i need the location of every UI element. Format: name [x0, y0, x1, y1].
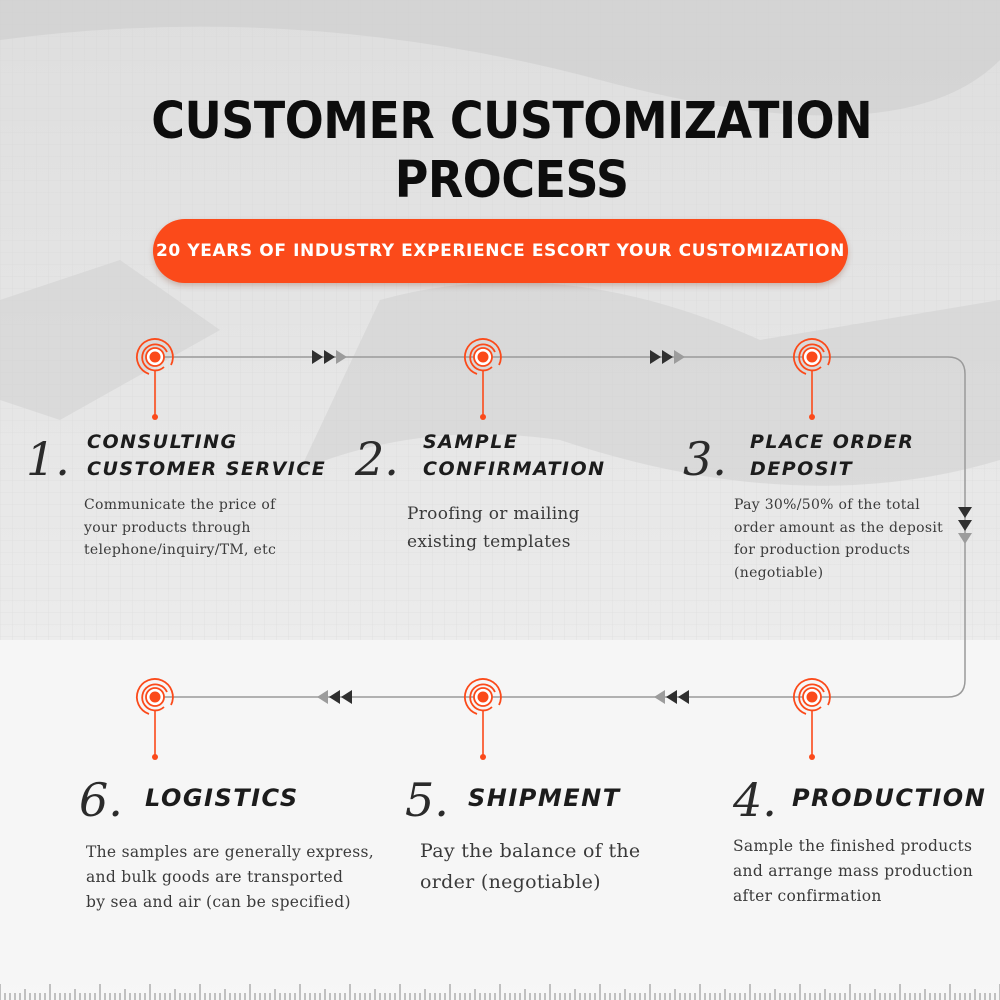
arrow-left-icon	[654, 690, 689, 704]
step-number: 4.	[733, 773, 777, 827]
step-description: Sample the finished products and arrange…	[733, 837, 974, 905]
flow-direction-arrows	[312, 350, 972, 704]
step-number: 2.	[355, 432, 399, 486]
experience-banner: 20 YEARS OF INDUSTRY EXPERIENCE ESCORT Y…	[153, 219, 848, 283]
step-title: SAMPLE CONFIRMATION	[423, 431, 606, 480]
banner-text: 20 YEARS OF INDUSTRY EXPERIENCE ESCORT Y…	[155, 241, 845, 261]
step-number: 6.	[79, 773, 123, 827]
target-marker-icon	[793, 678, 831, 760]
arrow-right-icon	[312, 350, 347, 364]
arrow-left-icon	[317, 690, 352, 704]
target-marker-icon	[464, 678, 502, 760]
step-title: SHIPMENT	[468, 784, 621, 812]
step-title: PLACE ORDER DEPOSIT	[750, 431, 915, 480]
target-marker-icon	[136, 338, 174, 420]
step-markers	[136, 338, 831, 760]
ruler-ticks	[0, 984, 1000, 1000]
page-title: CUSTOMER CUSTOMIZATION PROCESS	[151, 92, 873, 210]
step-title: PRODUCTION	[792, 784, 987, 812]
target-marker-icon	[464, 338, 502, 420]
step-description: Proofing or mailing existing templates	[407, 504, 580, 552]
step-number: 5.	[405, 773, 449, 827]
step-number: 3.	[683, 432, 727, 486]
step-description: The samples are generally express, and b…	[86, 843, 374, 911]
step-number: 1.	[26, 432, 70, 486]
step-description: Pay 30%/50% of the total order amount as…	[734, 497, 944, 581]
target-marker-icon	[793, 338, 831, 420]
step-title: LOGISTICS	[145, 784, 299, 812]
arrow-right-icon	[650, 350, 685, 364]
step-description: Communicate the price of your products t…	[84, 497, 277, 558]
arrow-down-icon	[958, 507, 972, 544]
step-description: Pay the balance of the order (negotiable…	[420, 840, 641, 893]
target-marker-icon	[136, 678, 174, 760]
step-title: CONSULTING CUSTOMER SERVICE	[87, 431, 327, 480]
